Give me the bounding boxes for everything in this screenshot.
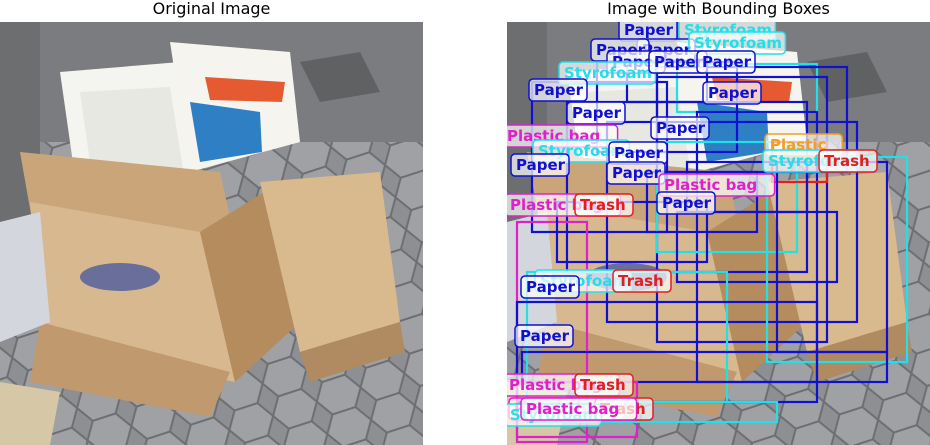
box-label-text: Paper [614,144,664,162]
original-image-panel [0,22,423,445]
box-label: Paper [528,78,588,102]
box-label-background [818,149,878,173]
box-label-background [696,50,756,74]
box-label-background [520,397,638,421]
annotated-image-panel: PaperStyrofoamPaperStyrofoamPaperPaperSt… [507,22,930,445]
box-label-text: Paper [516,156,566,174]
box-label-text: Paper [534,81,584,99]
box-label-background [514,324,574,348]
box-label-text: Plastic bag [664,176,757,194]
bounding-box [775,160,889,354]
box-label-text: Trash [618,272,664,290]
box-label-text: Paper [702,53,752,71]
box-label-text: Paper [520,327,570,345]
box-label-background [520,275,580,299]
original-photo [0,22,423,445]
box-label: Paper [648,50,708,74]
box-label: Trash [612,269,672,293]
box-label: Paper [606,161,666,185]
box-label-text: Trash [824,152,870,170]
box-label-background [702,81,762,105]
box-label-text: Paper [656,119,706,137]
box-label-text: Paper [612,164,662,182]
box-label: Trash [574,373,634,397]
box-label: Paper [566,101,626,125]
box-label-background [612,269,672,293]
box-label: Paper [650,116,710,140]
box-label-background [606,161,666,185]
box-label-text: Styrofoam [564,64,652,82]
box-label: Paper [702,81,762,105]
bounding-box [520,350,889,384]
box-label: Paper [608,141,668,165]
box-label: Plastic bag [520,397,638,421]
box-label-background [574,373,634,397]
box-label-text: Paper [572,104,622,122]
annotated-image-title: Image with Bounding Boxes [607,0,830,18]
box-label-background [650,116,710,140]
box-label-text: Trash [580,196,626,214]
box-label-text: Plastic bag [526,400,619,418]
box-label-text: Paper [526,278,576,296]
box-label-text: Paper [662,194,712,212]
box-label: Styrofoam [688,31,787,55]
box-label: Paper [514,324,574,348]
box-label-background [574,193,634,217]
box-label: Paper [656,191,716,215]
box-label: Paper [520,275,580,299]
box-label: Plastic bag [658,173,776,197]
bounding-box-overlay: PaperStyrofoamPaperStyrofoamPaperPaperSt… [507,22,909,444]
box-label-background [656,191,716,215]
box-label-background [658,173,776,197]
box-label-background [510,153,570,177]
box-label-text: Paper [624,22,674,39]
box-label-background [528,78,588,102]
original-image-title: Original Image [152,0,271,18]
box-label-text: Trash [580,376,626,394]
box-label: Trash [574,193,634,217]
box-label-text: Paper [654,53,704,71]
box-label: Paper [510,153,570,177]
bounding-box [605,120,859,324]
box-label-text: Styrofoam [694,34,782,52]
box-label: Trash [818,149,878,173]
box-label: Paper [618,22,678,42]
box-label-text: Paper [708,84,758,102]
box-label-background [566,101,626,125]
box-label: Paper [696,50,756,74]
